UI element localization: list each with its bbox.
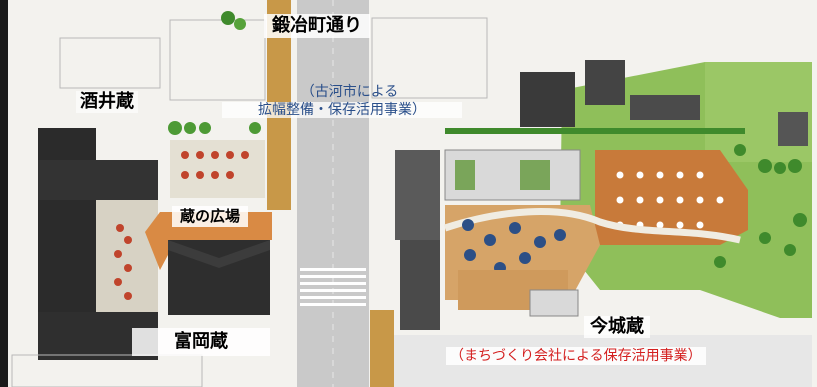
deck-tables xyxy=(616,171,724,229)
courtyard-tables xyxy=(114,224,132,300)
tree xyxy=(221,11,235,25)
lot-outline xyxy=(11,354,203,387)
cafe-tables xyxy=(181,151,249,179)
sakai-kura-roof xyxy=(38,160,158,200)
service-building xyxy=(529,289,579,317)
interior-planter xyxy=(520,160,550,190)
crosswalk xyxy=(300,268,366,306)
hedge-trees xyxy=(168,121,261,135)
street-note: （古河市による xyxy=(262,84,437,100)
street-note-line2: 拡幅整備・保存活用事業） xyxy=(258,102,426,118)
tomioka-kura-label: 富岡蔵 xyxy=(132,328,270,356)
building-roof xyxy=(520,72,575,127)
garden-trees xyxy=(714,144,807,268)
building-roof xyxy=(395,150,440,240)
lot-outline xyxy=(59,37,161,89)
imashiro-note: （まちづくり会社による保存活用事業） xyxy=(446,347,706,365)
wood-deck xyxy=(595,150,748,245)
street-note-2: 拡幅整備・保存活用事業） xyxy=(222,102,462,119)
lot-outline xyxy=(169,19,266,101)
street-label: 鍛冶町通り xyxy=(264,14,370,38)
kura-plaza-label: 蔵の広場 xyxy=(172,206,249,227)
imashiro-kura-label: 今城蔵 xyxy=(584,316,650,338)
building-roof xyxy=(400,240,440,330)
sidewalk-paving xyxy=(370,310,394,387)
street-note-line1: （古河市による xyxy=(300,84,399,100)
left-edge xyxy=(0,0,8,387)
sakai-kura-label: 酒井蔵 xyxy=(76,91,138,113)
tree xyxy=(234,18,246,30)
tomioka-kura-ridge xyxy=(168,240,270,268)
building-roof xyxy=(585,60,625,105)
building-roof xyxy=(630,95,700,120)
hedge xyxy=(445,128,745,134)
cafe-seating-area xyxy=(170,140,265,198)
building-roof xyxy=(778,112,808,146)
lot-outline xyxy=(371,17,488,99)
walking-path xyxy=(443,208,741,244)
interior-planter xyxy=(455,160,475,190)
